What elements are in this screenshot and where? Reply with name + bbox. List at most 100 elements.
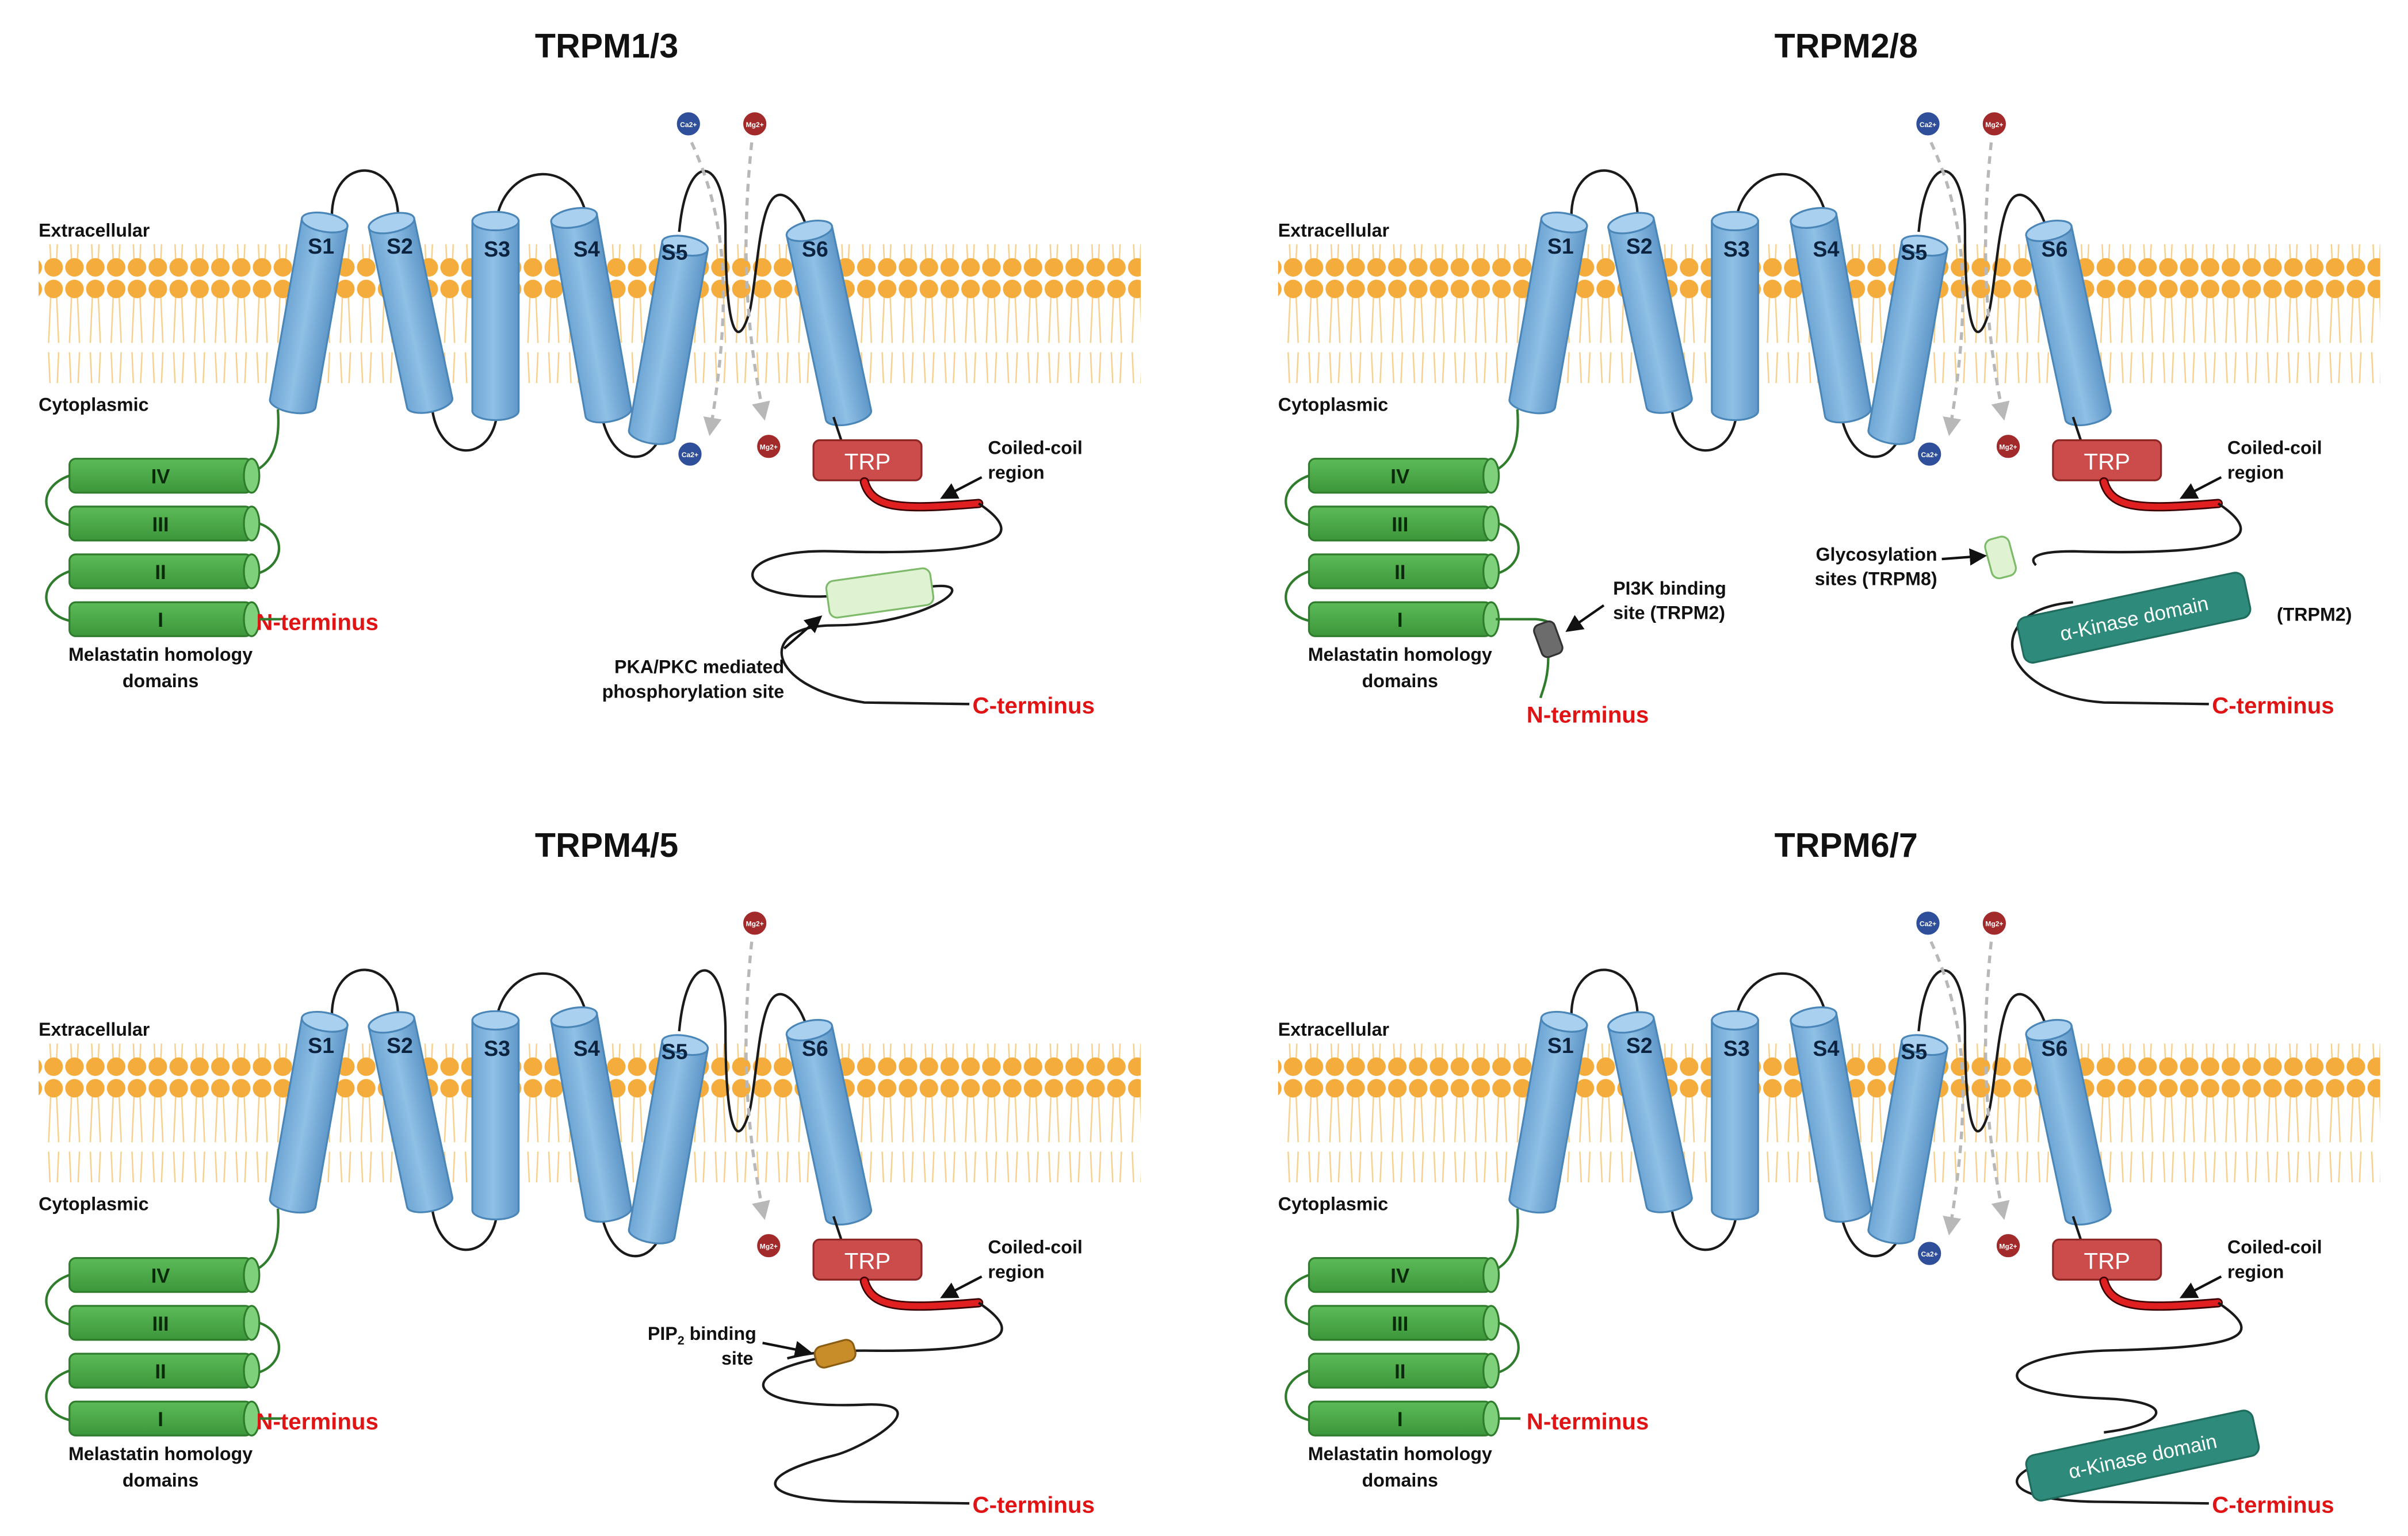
helix-s6-cap — [2025, 219, 2073, 242]
helix-label-s3: S3 — [484, 1036, 510, 1060]
helix-s6-body — [2025, 1024, 2112, 1226]
helix-s4-cap — [550, 207, 598, 229]
helix-s4-body — [1790, 1012, 1872, 1223]
mhr-caption-line1: Melastatin homology — [1308, 644, 1492, 665]
mhr-domain-iii-label: III — [1392, 1313, 1408, 1335]
helix-s5 — [628, 235, 709, 445]
helix-label-s1: S1 — [1547, 1033, 1574, 1058]
helix-s6-body — [785, 225, 873, 427]
helix-s5-cap — [661, 235, 709, 257]
helix-label-s3: S3 — [1723, 237, 1750, 261]
mhr-domain-ii-label: II — [155, 561, 166, 584]
mhr-domain-ii-label: II — [1394, 1361, 1405, 1383]
pip2-binding-site — [813, 1339, 857, 1369]
mhr-caption-line1: Melastatin homology — [68, 644, 253, 665]
c-term-chain-2 — [2011, 601, 2209, 706]
helix-label-s1: S1 — [308, 1033, 334, 1058]
pi3k-label-2: site (TRPM2) — [1613, 603, 1725, 623]
n-terminus-label: N-terminus — [1527, 702, 1649, 728]
helix-s1-body — [269, 1016, 349, 1214]
helix-s5-body — [628, 1040, 709, 1244]
mhr-domain-ii-label: II — [1394, 561, 1405, 584]
helix-s2 — [368, 212, 454, 414]
helix-s1-cap — [301, 211, 349, 233]
helix-s1-cap — [1540, 1010, 1588, 1033]
mg-ion-inside-label: Mg2+ — [1999, 1243, 2017, 1251]
helix-label-s5: S5 — [1901, 1039, 1927, 1063]
mg-ion-outside — [1981, 110, 2008, 137]
mhr-link-left-1 — [45, 474, 70, 527]
mhr-caption-line2: domains — [1362, 671, 1438, 691]
helix-s5-body — [1867, 1040, 1948, 1244]
mhr-link-right — [259, 1322, 280, 1374]
ca-ion-outside-label: Ca2+ — [680, 121, 697, 129]
helix-s3-body — [471, 220, 520, 422]
ca-flow-arrow — [1929, 141, 1964, 436]
cytoplasmic-label: Cytoplasmic — [39, 1193, 148, 1214]
helix-s4-body — [550, 213, 632, 424]
helix-s3 — [1711, 210, 1759, 422]
mg-ion-outside — [741, 910, 768, 937]
mg-ion-outside — [741, 110, 768, 137]
mg-ion-outside-label: Mg2+ — [1985, 920, 2003, 928]
mhr-caption-line1: Melastatin homology — [68, 1443, 253, 1464]
coiled-coil-label-1: Coiled-coil — [2227, 438, 2322, 458]
mg-flow-arrow — [744, 941, 770, 1220]
helix-s5 — [628, 1034, 709, 1244]
loop-s3-s4 — [1735, 173, 1828, 217]
mhr-domain-iii-cap — [1482, 1305, 1500, 1341]
ca-flow-arrow — [1929, 941, 1964, 1236]
helix-label-s6: S6 — [802, 237, 828, 261]
ca-ion-inside — [676, 441, 704, 468]
trp-label: TRP — [844, 449, 891, 474]
mhr-domain-i-cap — [1482, 1400, 1500, 1437]
coiled-coil-region — [2101, 478, 2222, 510]
helix-s5 — [1867, 235, 1948, 445]
loop-s3-s4 — [495, 972, 588, 1016]
helix-s4 — [550, 207, 632, 424]
helix-s3-cap — [1711, 210, 1759, 232]
helix-label-s3: S3 — [1723, 1036, 1750, 1060]
helix-label-s6: S6 — [2042, 237, 2068, 261]
helix-label-s4: S4 — [574, 1036, 600, 1060]
helix-s4 — [1790, 1006, 1872, 1223]
mhr-link-left-2 — [45, 1369, 70, 1422]
helix-s4 — [1790, 207, 1872, 424]
pi3k-binding-site — [1533, 620, 1564, 658]
mhr-domain-iv-cap — [243, 1257, 261, 1293]
helix-s4 — [550, 1006, 632, 1223]
mhr-domain-iii-cap — [1482, 505, 1500, 542]
mhr-caption-line2: domains — [123, 671, 198, 691]
helix-s2-body — [1607, 1016, 1693, 1213]
helix-s1-cap — [301, 1010, 349, 1033]
helix-s3-cap — [1711, 1010, 1759, 1031]
mhr-domain-i-label: I — [1397, 1408, 1403, 1431]
helix-s4-body — [1790, 213, 1872, 424]
ca-ion-outside — [1914, 910, 1941, 937]
helix-label-s4: S4 — [1813, 237, 1839, 261]
mhr-domain-ii-cap — [1482, 553, 1500, 589]
mhr-domain-iv-cap — [1482, 1257, 1500, 1293]
c-term-chain-1 — [751, 502, 1003, 598]
helix-label-s5: S5 — [1901, 240, 1927, 265]
mhr-caption-line2: domains — [123, 1470, 198, 1491]
helix-label-s1: S1 — [1547, 234, 1574, 258]
helix-label-s6: S6 — [802, 1036, 828, 1060]
helix-s3-body — [471, 1019, 520, 1221]
helix-label-s2: S2 — [1626, 1033, 1653, 1058]
extracellular-label: Extracellular — [39, 220, 150, 240]
helix-s6-cap — [785, 1018, 834, 1041]
helix-label-s2: S2 — [1626, 234, 1653, 258]
helix-s4-body — [550, 1012, 632, 1223]
helix-label-s2: S2 — [387, 234, 413, 258]
panel-title: TRPM1/3 — [535, 27, 678, 65]
loop-s2-s3 — [431, 1208, 499, 1251]
ca-ion-outside — [675, 110, 702, 137]
mhr-link-left-1 — [1285, 1274, 1310, 1326]
helix-s6-body — [2025, 225, 2112, 427]
mg-flow-arrow — [1983, 142, 2010, 421]
